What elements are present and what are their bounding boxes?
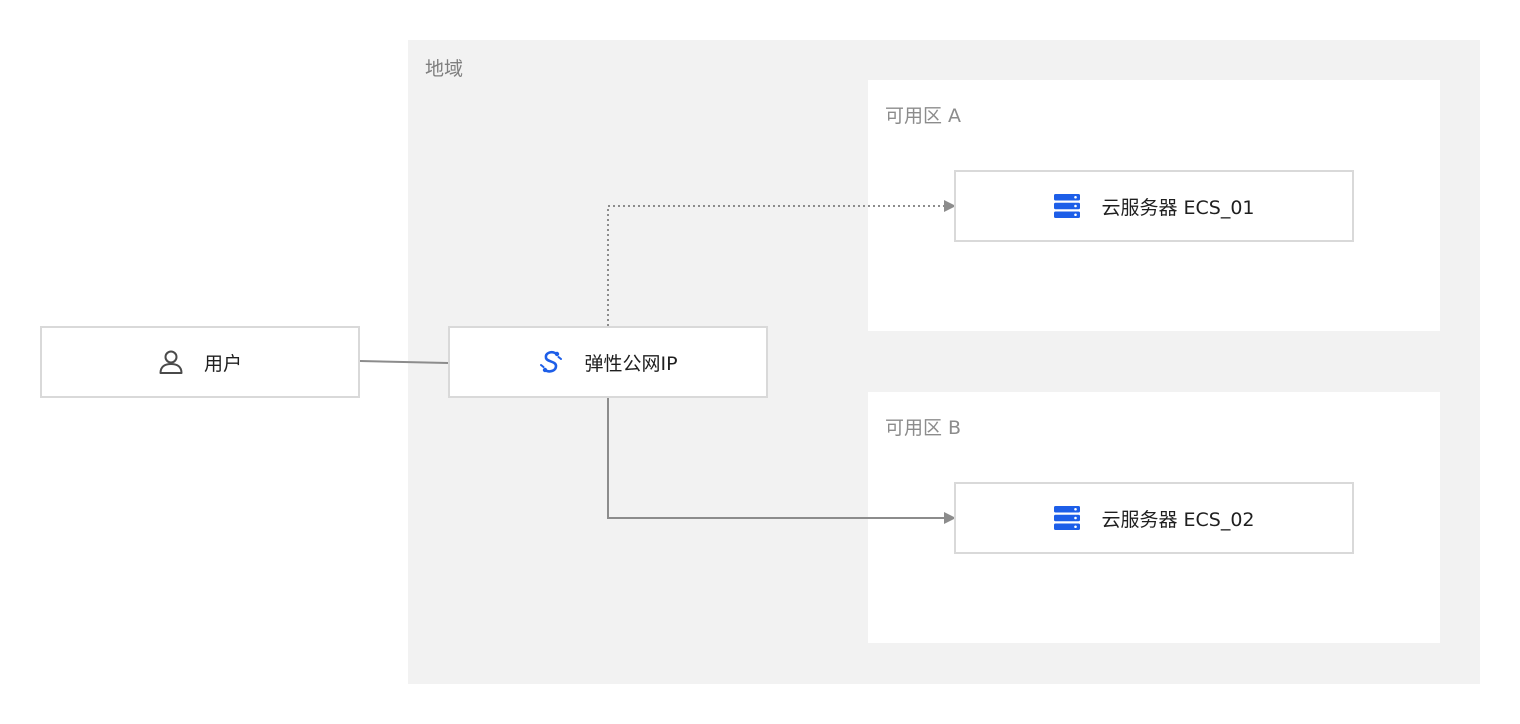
ecs-01-node-label: 云服务器 ECS_01 xyxy=(1101,196,1255,219)
elastic-ip-icon xyxy=(538,349,564,375)
elastic-ip-node-label: 弹性公网IP xyxy=(584,352,678,375)
user-node[interactable]: 用户 xyxy=(40,326,360,398)
elastic-ip-node[interactable]: 弹性公网IP xyxy=(448,326,768,398)
region-label: 地域 xyxy=(425,58,464,80)
ecs-02-node-label: 云服务器 ECS_02 xyxy=(1101,508,1255,531)
user-icon xyxy=(158,349,184,375)
ecs-02-node[interactable]: 云服务器 ECS_02 xyxy=(954,482,1354,554)
server-icon xyxy=(1053,505,1081,531)
server-icon xyxy=(1053,193,1081,219)
availability-zone-a-label: 可用区 A xyxy=(885,105,962,127)
ecs-01-node[interactable]: 云服务器 ECS_01 xyxy=(954,170,1354,242)
user-node-label: 用户 xyxy=(203,352,242,375)
availability-zone-b-label: 可用区 B xyxy=(885,417,962,439)
